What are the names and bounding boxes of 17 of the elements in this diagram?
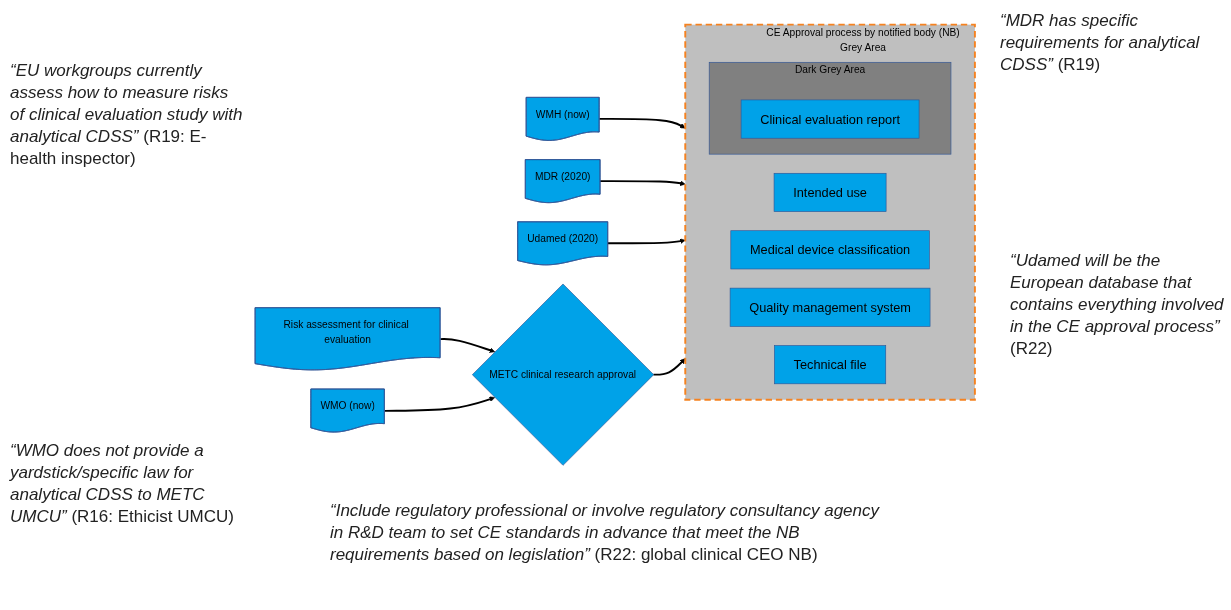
node-box: Technical file xyxy=(774,345,887,385)
node-box: Medical device classification xyxy=(730,230,930,270)
arrow xyxy=(652,358,686,376)
arrow xyxy=(439,338,496,353)
node-diamond: METC clinical research approval xyxy=(472,283,654,466)
quote-note: “EU workgroups currently assess how to measure risks of clinical evaluation study with analytical CDSS” (R19: E-health inspector) xyxy=(10,60,244,171)
arrow xyxy=(606,238,686,245)
arrow xyxy=(599,180,686,186)
arrow xyxy=(383,396,496,412)
node-box: Quality management system xyxy=(729,287,931,327)
quote-note: “WMO does not provide a yardstick/specific law for analytical CDSS to METC UMCU” (R16: Ethicist UMCU) xyxy=(10,440,235,529)
node-box: Intended use xyxy=(773,172,887,212)
arrow xyxy=(598,117,686,129)
quote-note: “MDR has specific requirements for analytical CDSS” (R19) xyxy=(1000,10,1201,77)
node-box: Clinical evaluation report xyxy=(740,99,920,139)
quote-note: “Udamed will be the European database that contains everything involved in the CE approval process” (R22) xyxy=(1010,250,1225,361)
quote-note: “Include regulatory professional or involve regulatory consultancy agency in R&D team to set CE standards in advance that meet the NB requirements based on legislation” (R22: global clinical CEO NB) xyxy=(330,500,881,567)
